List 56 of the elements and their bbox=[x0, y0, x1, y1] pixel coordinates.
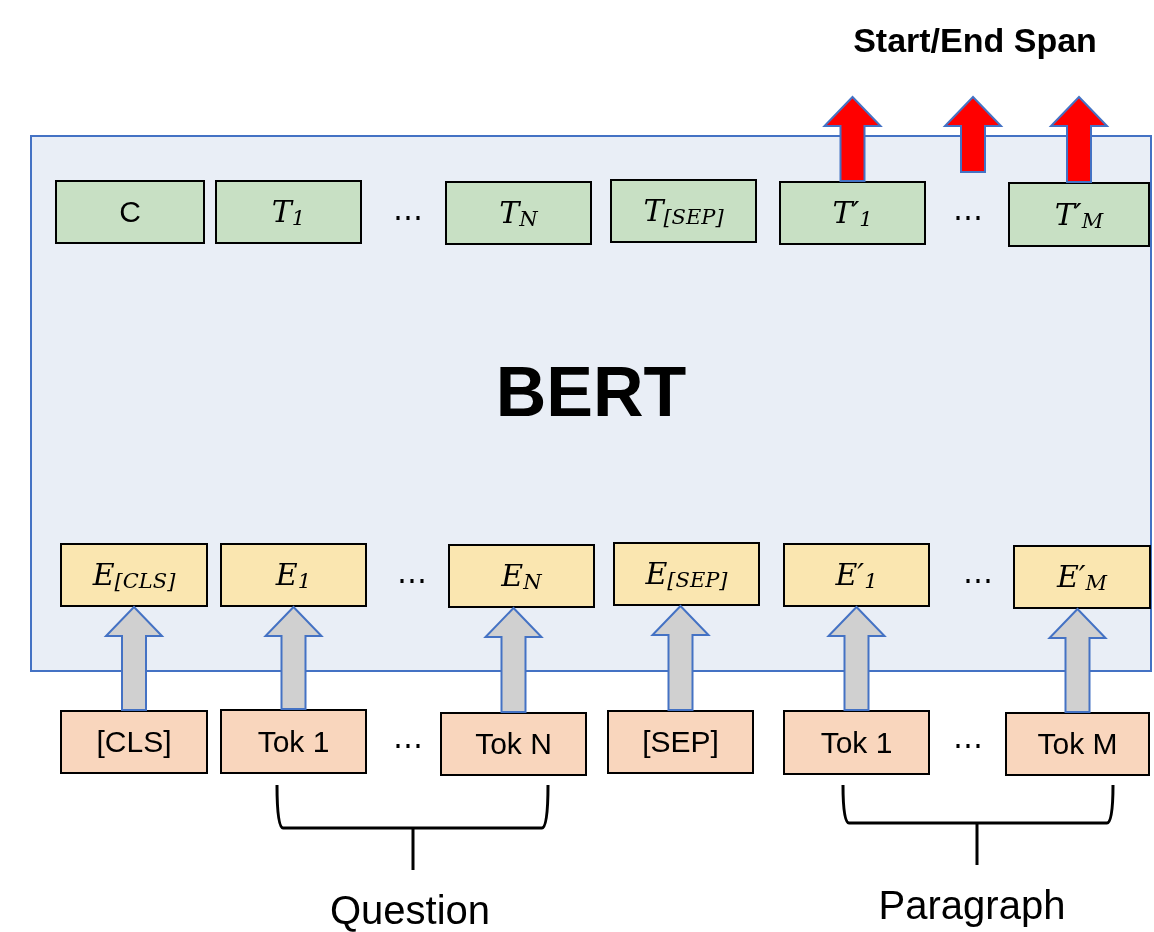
vector-box bbox=[448, 544, 595, 608]
group-label: Paragraph bbox=[878, 885, 1066, 925]
token-label: Tok 1 bbox=[820, 727, 893, 758]
block-arrow bbox=[1047, 607, 1108, 713]
vector-symbol: T$_{N}$ bbox=[499, 198, 538, 228]
ellipsis: ⋯ bbox=[397, 565, 427, 595]
token-box bbox=[1005, 712, 1150, 776]
token-label: Tok M bbox=[1037, 729, 1118, 759]
vector-symbol: E$_{N}$ bbox=[501, 561, 542, 591]
token-box bbox=[440, 712, 587, 776]
token-box bbox=[783, 710, 930, 775]
vector-box bbox=[1013, 545, 1151, 609]
model-title: BERT bbox=[495, 356, 687, 427]
model-block bbox=[30, 135, 1152, 672]
vector-box bbox=[1008, 182, 1150, 247]
ellipsis: ⋯ bbox=[953, 202, 983, 232]
vector-symbol: T′$_{M}$ bbox=[1054, 199, 1104, 230]
vector-symbol: E′$_{M}$ bbox=[1056, 562, 1108, 592]
group-label: Question bbox=[329, 890, 491, 930]
vector-box bbox=[215, 180, 362, 244]
ellipsis: ⋯ bbox=[393, 202, 423, 232]
vector-box bbox=[613, 542, 760, 606]
vector-box bbox=[445, 181, 592, 245]
vector-box bbox=[60, 543, 208, 607]
block-arrow bbox=[1048, 95, 1110, 183]
block-arrow bbox=[103, 605, 165, 711]
block-arrow bbox=[942, 95, 1004, 173]
ellipsis: ⋯ bbox=[393, 730, 423, 760]
token-label: [SEP] bbox=[642, 727, 719, 757]
token-label: Tok 1 bbox=[257, 726, 330, 757]
vector-symbol: T′$_{1}$ bbox=[832, 198, 873, 228]
vector-symbol: E′$_{1}$ bbox=[835, 560, 878, 590]
vector-symbol: E$_{[CLS]}$ bbox=[92, 560, 176, 590]
output-title: Start/End Span bbox=[853, 23, 1097, 57]
vector-box bbox=[783, 543, 930, 607]
vector-box bbox=[779, 181, 926, 245]
token-box bbox=[60, 710, 208, 774]
token-label: [CLS] bbox=[96, 727, 172, 757]
block-arrow bbox=[822, 95, 883, 182]
ellipsis: ⋯ bbox=[953, 730, 983, 760]
block-arrow bbox=[650, 604, 711, 711]
block-arrow bbox=[483, 606, 544, 713]
token-label: Tok N bbox=[475, 729, 552, 759]
block-arrow bbox=[826, 605, 887, 711]
vector-symbol: E$_{1}$ bbox=[275, 560, 312, 590]
token-box bbox=[55, 180, 205, 244]
token-label: C bbox=[119, 197, 141, 227]
vector-symbol: T$_{1}$ bbox=[271, 197, 306, 227]
vector-box bbox=[610, 179, 757, 243]
vector-symbol: T$_{[SEP]}$ bbox=[643, 196, 724, 226]
token-box bbox=[220, 709, 367, 774]
ellipsis: ⋯ bbox=[963, 565, 993, 595]
block-arrow bbox=[263, 605, 324, 710]
vector-symbol: E$_{[SEP]}$ bbox=[645, 559, 728, 589]
vector-box bbox=[220, 543, 367, 607]
token-box bbox=[607, 710, 754, 774]
